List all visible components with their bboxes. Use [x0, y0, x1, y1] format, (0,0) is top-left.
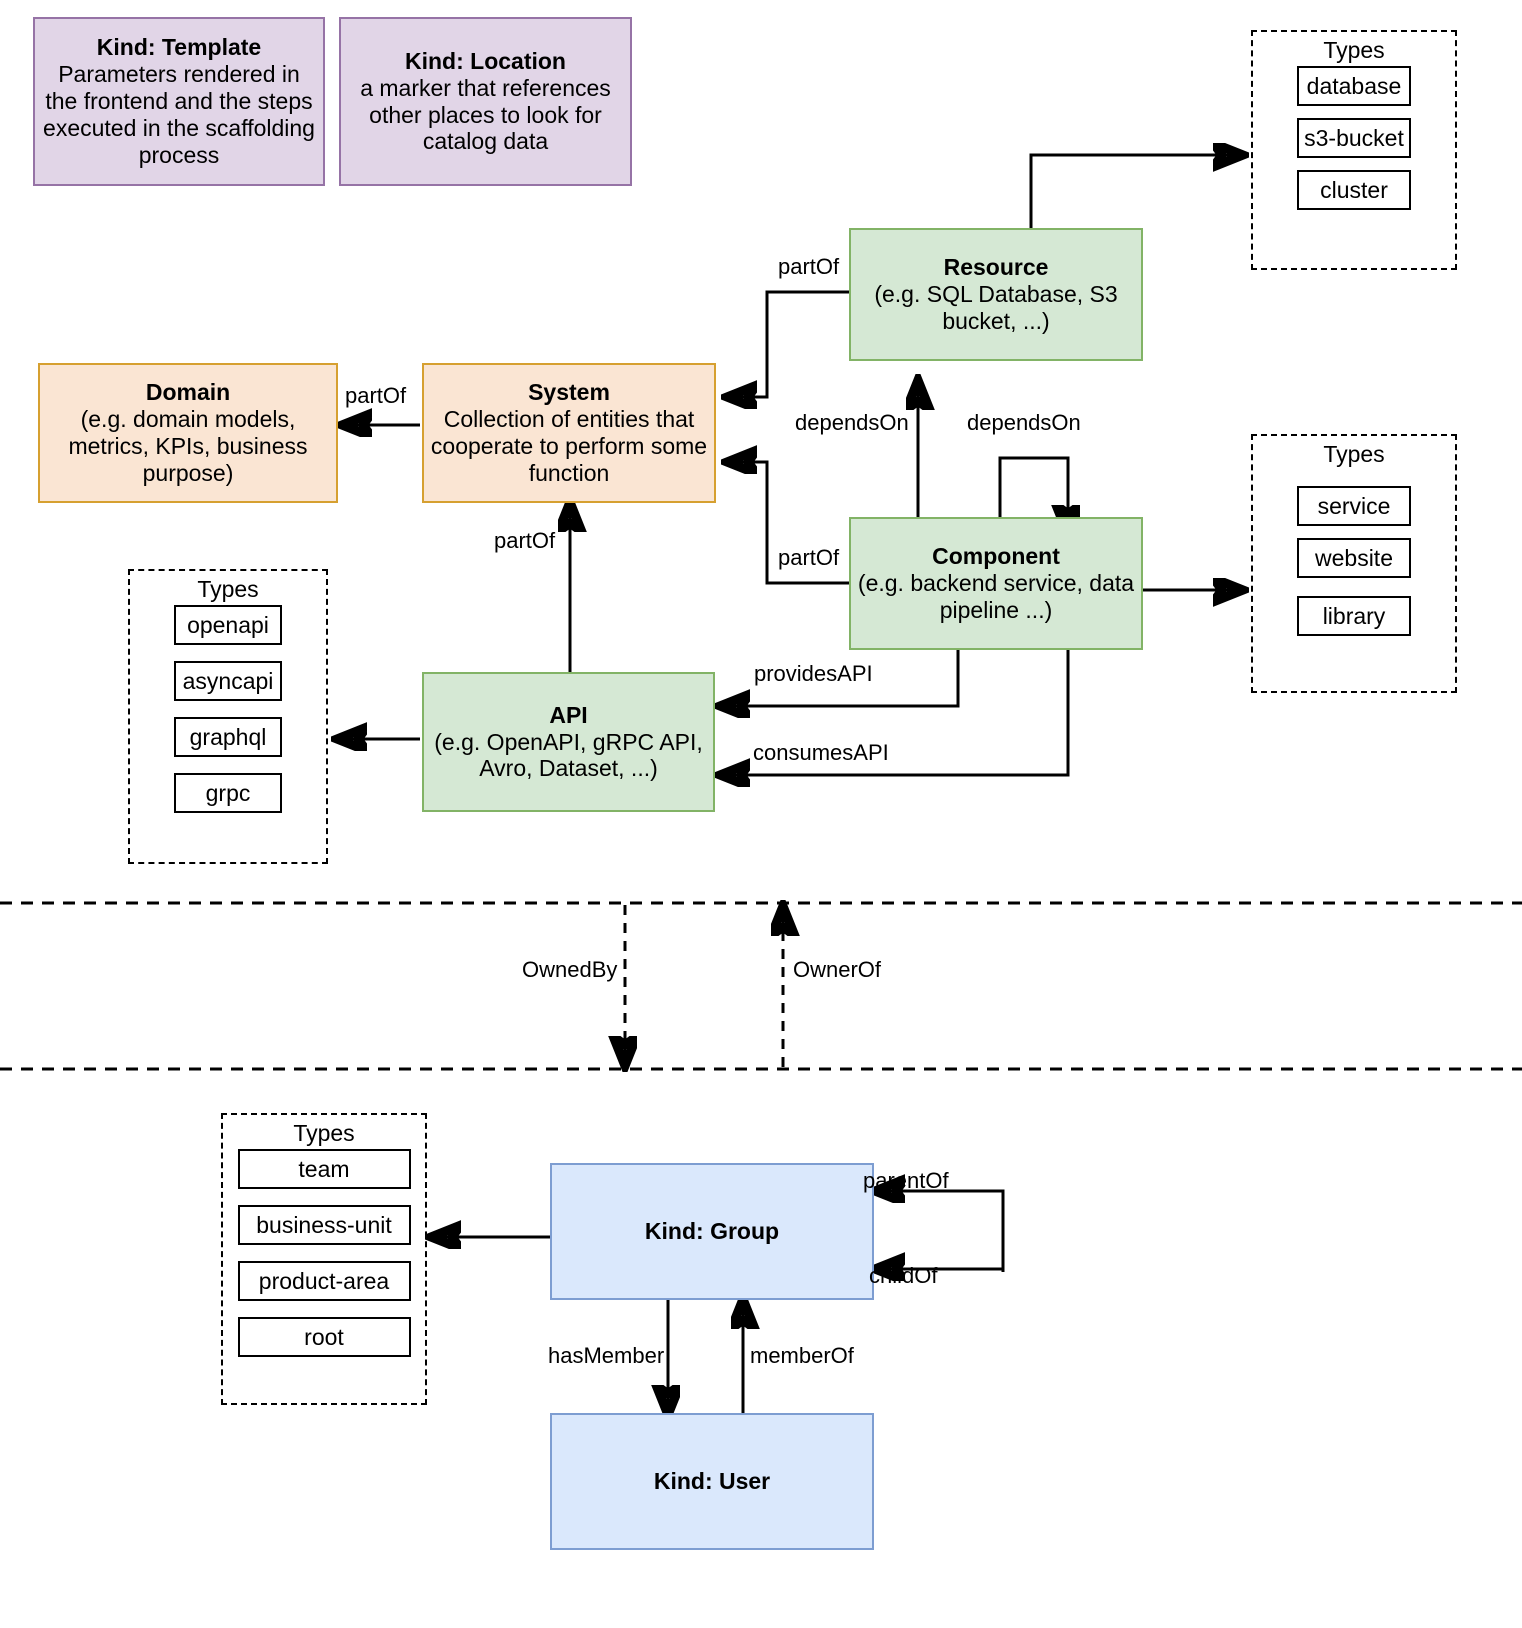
node-title: API: [549, 701, 588, 728]
node-description: Collection of entities that cooperate to…: [430, 406, 708, 486]
types-box-resource: Types database s3-bucket cluster: [1251, 30, 1457, 270]
types-box-api: Types openapi asyncapi graphql grpc: [128, 569, 328, 864]
type-item-library[interactable]: library: [1297, 596, 1411, 636]
node-title: Kind: Template: [96, 34, 262, 61]
edge-label-ownedby: OwnedBy: [522, 957, 618, 982]
node-description: (e.g. domain models, metrics, KPIs, busi…: [68, 406, 308, 486]
node-title: Kind: Group: [644, 1218, 780, 1245]
node-kind-template[interactable]: Kind: Template Parameters rendered in th…: [33, 17, 325, 186]
edge-label-group-hasmember: hasMember: [548, 1343, 665, 1368]
types-label: Types: [293, 1120, 355, 1146]
edge-label-system-partof-domain: partOf: [345, 383, 407, 408]
node-kind-group[interactable]: Kind: Group: [550, 1163, 874, 1300]
node-description: Parameters rendered in the frontend and …: [43, 61, 315, 168]
type-item-openapi[interactable]: openapi: [174, 605, 282, 645]
type-item-database[interactable]: database: [1297, 66, 1411, 106]
types-box-component: Types service website library: [1251, 434, 1457, 693]
type-item-graphql[interactable]: graphql: [174, 717, 282, 757]
node-domain[interactable]: Domain (e.g. domain models, metrics, KPI…: [38, 363, 338, 503]
type-item-cluster[interactable]: cluster: [1297, 170, 1411, 210]
node-kind-user[interactable]: Kind: User: [550, 1413, 874, 1550]
edge-label-group-parentof: parentOf: [863, 1168, 949, 1193]
node-resource[interactable]: Resource (e.g. SQL Database, S3 bucket, …: [849, 228, 1143, 361]
edge-label-component-providesapi: providesAPI: [754, 661, 873, 686]
node-api[interactable]: API (e.g. OpenAPI, gRPC API, Avro, Datas…: [422, 672, 715, 812]
node-component[interactable]: Component (e.g. backend service, data pi…: [849, 517, 1143, 650]
types-label: Types: [1323, 37, 1385, 63]
type-item-service[interactable]: service: [1297, 486, 1411, 526]
node-description: (e.g. backend service, data pipeline ...…: [857, 570, 1135, 623]
edge-label-ownerof: OwnerOf: [793, 957, 882, 982]
node-title: Component: [932, 543, 1060, 570]
type-item-website[interactable]: website: [1297, 538, 1411, 578]
node-title: Kind: Location: [405, 47, 566, 74]
type-item-product-area[interactable]: product-area: [237, 1261, 411, 1301]
type-item-team[interactable]: team: [237, 1149, 411, 1189]
type-item-grpc[interactable]: grpc: [174, 773, 282, 813]
type-item-root[interactable]: root: [237, 1317, 411, 1357]
node-title: Resource: [943, 254, 1049, 281]
node-kind-location[interactable]: Kind: Location a marker that references …: [339, 17, 632, 186]
type-item-s3-bucket[interactable]: s3-bucket: [1297, 118, 1411, 158]
node-title: Kind: User: [653, 1468, 771, 1495]
edge-label-resource-partof-system: partOf: [778, 254, 840, 279]
node-title: Domain: [145, 379, 231, 406]
types-box-group: Types team business-unit product-area ro…: [221, 1113, 427, 1405]
edge-label-component-partof-system: partOf: [778, 545, 840, 570]
edge-resource-to-types: [1029, 155, 1240, 237]
node-description: (e.g. OpenAPI, gRPC API, Avro, Dataset, …: [434, 728, 703, 782]
edge-label-component-dependson-self: dependsOn: [967, 410, 1081, 435]
node-description: a marker that references other places to…: [360, 74, 611, 155]
node-title: System: [528, 379, 610, 406]
edge-label-user-memberof: memberOf: [750, 1343, 854, 1368]
types-label: Types: [197, 576, 259, 602]
edge-label-api-partof-system: partOf: [494, 528, 556, 553]
edge-label-component-consumesapi: consumesAPI: [753, 740, 889, 765]
node-system[interactable]: System Collection of entities that coope…: [422, 363, 716, 503]
node-description: (e.g. SQL Database, S3 bucket, ...): [874, 281, 1118, 334]
type-item-business-unit[interactable]: business-unit: [237, 1205, 411, 1245]
edge-group-parentof: [878, 1191, 1005, 1272]
edge-label-component-dependson-resource: dependsOn: [795, 410, 909, 435]
types-label: Types: [1323, 441, 1385, 467]
type-item-asyncapi[interactable]: asyncapi: [174, 661, 282, 701]
edge-group-childof: [878, 1191, 1005, 1269]
edge-label-group-childof: childOf: [869, 1263, 938, 1288]
